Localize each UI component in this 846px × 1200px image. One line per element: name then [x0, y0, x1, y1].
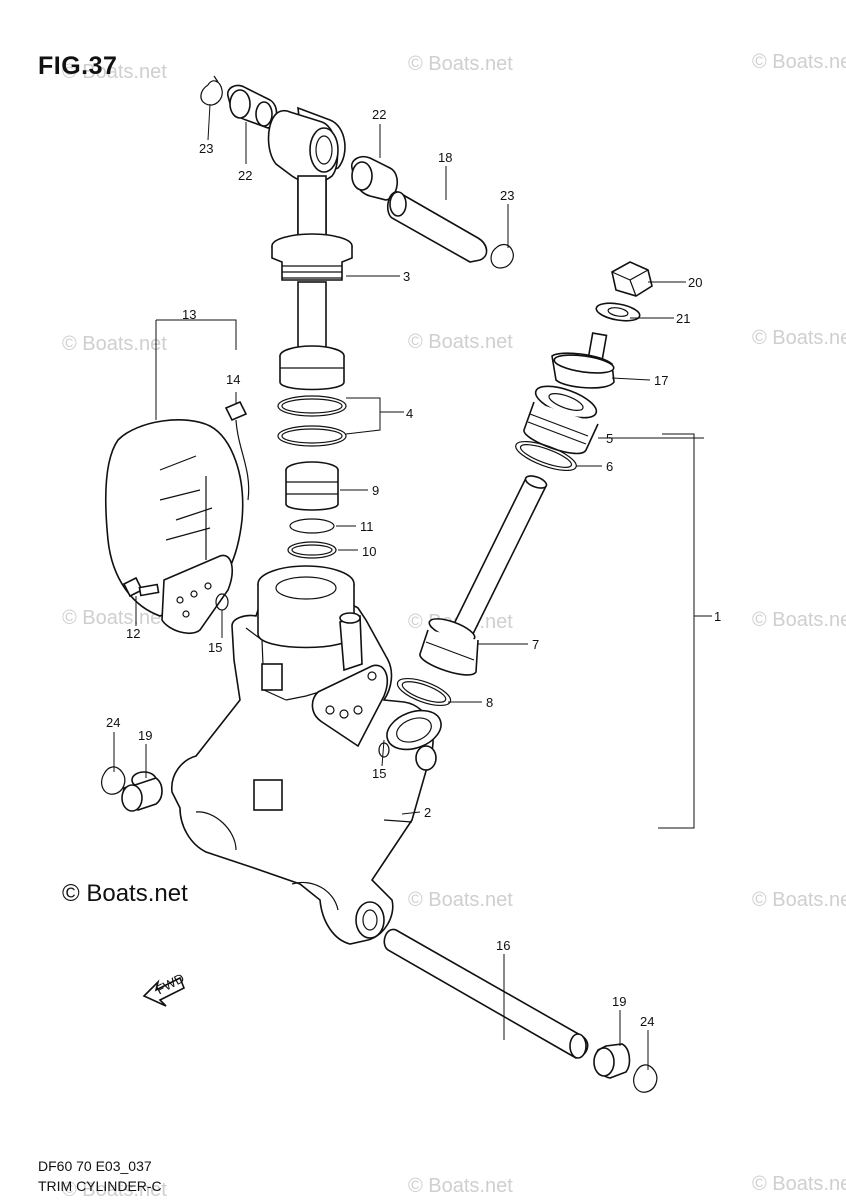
watermark: © Boats.net: [752, 327, 846, 349]
callout-9: 9: [372, 483, 379, 498]
part-24-snap-ring-right: [633, 1064, 658, 1093]
part-2-housing: [171, 565, 442, 945]
part-16-pin: [383, 928, 589, 1059]
part-14-clip: [224, 400, 250, 501]
callout-23: 23: [199, 141, 213, 156]
part-7-piston-rod: [419, 475, 548, 676]
watermark: © Boats.net: [408, 53, 513, 75]
watermark: © Boats.net: [752, 889, 846, 911]
callout-2: 2: [424, 805, 431, 820]
watermarks: © Boats.net © Boats.net © Boats.net © Bo…: [62, 51, 846, 1200]
part-20-nut: [611, 261, 653, 297]
watermark: © Boats.net: [752, 1173, 846, 1195]
callout-7: 7: [532, 637, 539, 652]
callout-19: 19: [612, 994, 626, 1009]
part-22-bushing: [226, 84, 278, 129]
fwd-arrow: FWD: [142, 970, 187, 1007]
callout-17: 17: [654, 373, 668, 388]
callout-21: 21: [676, 311, 690, 326]
part-12-bolt: [122, 576, 160, 598]
part-13-cover: [104, 419, 244, 635]
watermark: © Boats.net: [62, 1179, 167, 1200]
model-code: DF60 70 E03_037: [38, 1158, 152, 1174]
part-6-o-ring: [515, 440, 577, 472]
callout-23: 23: [500, 188, 514, 203]
callout-14: 14: [226, 372, 240, 387]
copyright-notice: © Boats.net: [62, 880, 188, 907]
callout-11: 11: [360, 519, 374, 534]
watermark: © Boats.net: [408, 331, 513, 353]
watermark: © Boats.net: [752, 51, 846, 73]
callout-12: 12: [126, 626, 140, 641]
callout-8: 8: [486, 695, 493, 710]
part-4-o-rings: [277, 395, 347, 447]
callout-19: 19: [138, 728, 152, 743]
part-23-snap-ring: [200, 75, 223, 106]
callout-22: 22: [238, 168, 252, 183]
callout-10: 10: [362, 544, 376, 559]
part-11-ring: [289, 518, 335, 534]
part-22-bushing-right: [350, 155, 398, 201]
callout-5: 5: [606, 431, 613, 446]
figure-caption: TRIM CYLINDER-C: [38, 1178, 162, 1194]
callout-24: 24: [640, 1014, 654, 1029]
leader-lines: [113, 103, 712, 1070]
part-23-snap-ring-right: [490, 243, 514, 269]
callout-labels: 23 22 22 18 23 3 20 21 13 14 17 4 5 6 9 …: [106, 107, 721, 1029]
part-10-ring: [287, 541, 337, 559]
callout-1: 1: [714, 609, 721, 624]
watermark: © Boats.net: [62, 607, 167, 629]
watermark: © Boats.net: [408, 889, 513, 911]
callout-4: 4: [406, 406, 413, 421]
callout-24: 24: [106, 715, 120, 730]
part-5-cap: [523, 385, 599, 455]
callout-13: 13: [182, 307, 196, 322]
part-19-bushing-left: [121, 771, 163, 812]
part-18-pin: [386, 191, 488, 263]
part-24-snap-ring-left: [101, 766, 126, 795]
watermark: © Boats.net: [62, 61, 167, 83]
part-17-fitting: [551, 332, 615, 389]
callout-16: 16: [496, 938, 510, 953]
upper-rod-assembly: [267, 106, 353, 391]
figure-title: FIG.37: [38, 52, 118, 80]
callout-15: 15: [208, 640, 222, 655]
callout-6: 6: [606, 459, 613, 474]
callout-20: 20: [688, 275, 702, 290]
watermark: © Boats.net: [62, 333, 167, 355]
callout-15: 15: [372, 766, 386, 781]
watermark: © Boats.net: [752, 609, 846, 631]
callout-18: 18: [438, 150, 452, 165]
watermark: © Boats.net: [408, 1175, 513, 1197]
part-21-washer: [595, 302, 641, 322]
part-19-bushing-right: [593, 1043, 631, 1079]
part-9-piston: [285, 461, 339, 511]
callout-3: 3: [403, 269, 410, 284]
callout-22: 22: [372, 107, 386, 122]
